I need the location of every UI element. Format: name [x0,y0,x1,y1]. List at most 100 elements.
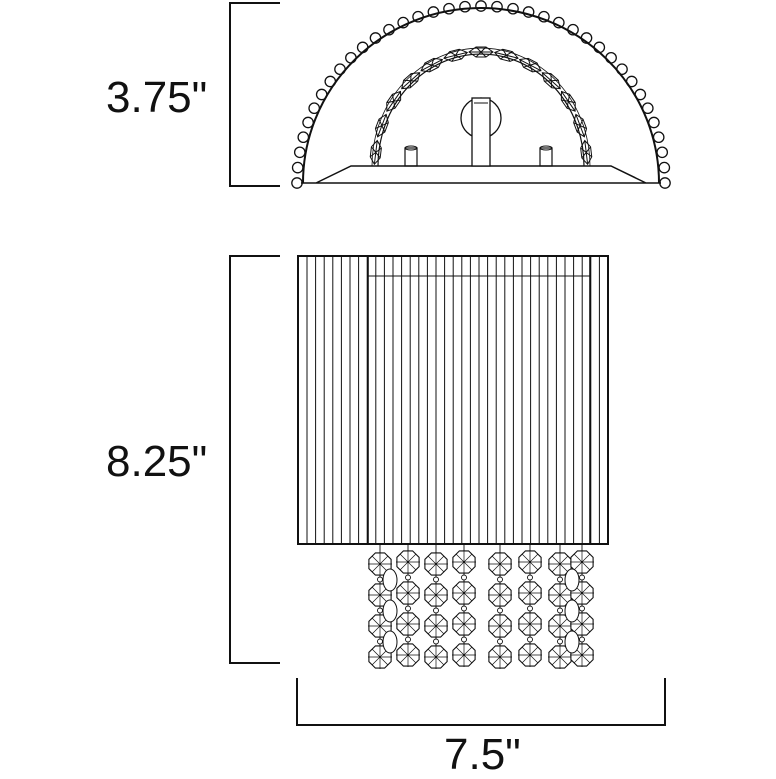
depth-dimension-label: 3.75" [106,73,208,122]
crystal-bead [433,638,439,645]
bead [459,0,471,13]
front-view-drawing [297,255,609,669]
crystal-bead [497,638,503,645]
crystal-facets [518,581,542,605]
bead [427,6,440,18]
crystal-bead [497,607,503,614]
crystal-shape [518,57,542,73]
top-view-drawing [291,0,671,189]
crystal-shape [369,139,382,166]
socket [404,147,418,167]
crystal-strand [424,544,448,669]
crystal-facets [518,550,542,574]
crystal-facets [570,550,594,574]
crystal-facets [368,614,392,638]
crystal-facets [396,612,420,636]
socket-top [404,145,418,151]
width-dimension-label: 7.5" [444,730,521,779]
bead [605,51,617,64]
crystal-facets [488,645,512,669]
crystal-link [580,139,593,166]
crystal-link [420,57,444,73]
crystal-facets [452,643,476,667]
bead [369,32,382,44]
side-crystal [382,599,398,623]
depth-dimension-bracket [229,2,280,187]
crystal-strand [548,544,572,669]
crystal-facets [368,645,392,669]
crystal-bead [377,576,383,583]
crystal-facets [488,552,512,576]
crystal-shape [401,72,421,90]
side-crystal [564,568,580,592]
crystal-bead [433,607,439,614]
crystal-facets [424,614,448,638]
bead [656,146,669,159]
crystal-facets [396,581,420,605]
crystal-bead [405,636,411,643]
crystal-shape [420,57,444,73]
crystal-facets [518,612,542,636]
crystal-bead [579,605,585,612]
crystal-facets [424,645,448,669]
crystal-bead [433,576,439,583]
crystal-link [386,90,402,112]
crystal-bead [405,605,411,612]
bead [491,0,503,13]
crystal-link [468,46,494,58]
bead [302,116,314,129]
crystal-link [369,139,382,166]
side-crystal [382,630,398,654]
crystal-facets [452,612,476,636]
bead [538,10,550,23]
bead [625,75,638,88]
crystal-strand [368,544,398,669]
bead [659,177,671,189]
crystal-bead [579,574,585,581]
crystal-shape [580,139,593,166]
crystal-facets [488,583,512,607]
crystal-link [401,72,421,90]
bead [291,177,303,189]
crystal-ring-arc [371,47,591,167]
crystal-facets [548,645,572,669]
bead [293,146,306,159]
crystal-bead [579,636,585,643]
crystal-facets [488,614,512,638]
crystal-shape [386,90,402,112]
crystal-link [493,48,519,62]
bead [345,51,357,64]
crystal-facets [548,614,572,638]
crystal-facets [368,583,392,607]
crystal-link [560,90,576,112]
side-crystal [564,599,580,623]
crystal-shape [374,113,389,138]
bead [297,131,310,144]
crystal-bead [527,574,533,581]
canopy-outline [302,7,660,184]
crystal-link [443,48,469,62]
bead [552,16,565,29]
crystal-facets [548,552,572,576]
crystal-facets [452,550,476,574]
crystal-facets [452,581,476,605]
bead [507,2,519,15]
crystal-facets [570,643,594,667]
crystal-bead [557,576,563,583]
bead [648,116,660,129]
bead [652,131,665,144]
crystal-strand [564,544,594,667]
crystal-bead [497,576,503,583]
bead [580,32,593,44]
crystal-facets [548,583,572,607]
crystal-strand [452,544,476,667]
crystal-link [518,57,542,73]
bead [567,23,579,36]
bead [634,88,647,101]
crystal-ring-arc [377,53,585,167]
crystal-bead [405,574,411,581]
crystal-bead [377,607,383,614]
bead [383,23,395,36]
crystal-shape [560,90,576,112]
